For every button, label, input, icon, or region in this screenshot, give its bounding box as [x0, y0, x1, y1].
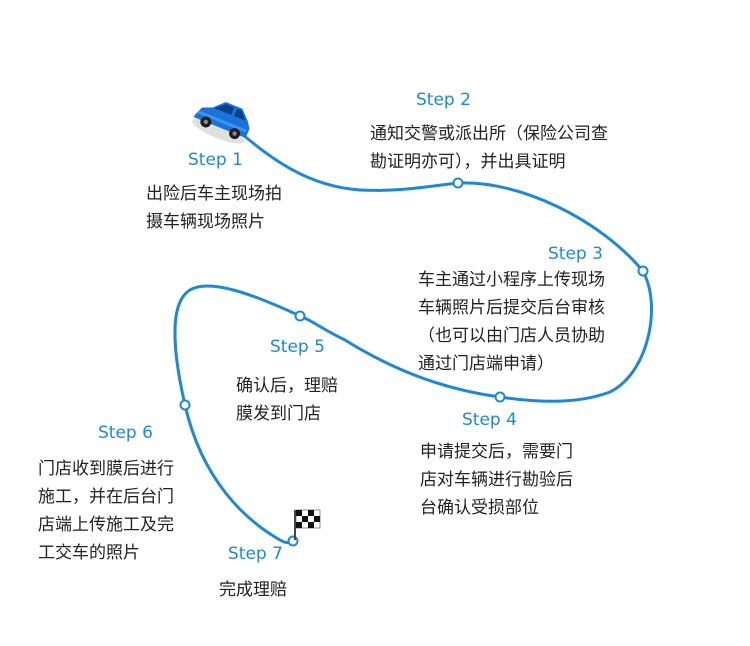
- step-3-line-3: （也可以由门店人员协助: [418, 326, 605, 346]
- waypoint-step-6: [179, 399, 191, 411]
- step-5-line-1: 确认后，理赔: [236, 376, 338, 396]
- step-2-line-1: 通知交警或派出所（保险公司查: [370, 124, 608, 144]
- waypoint-step-5: [294, 310, 306, 322]
- step-7-label: Step 7: [228, 544, 283, 564]
- step-3-line-1: 车主通过小程序上传现场: [418, 270, 605, 290]
- step-3-description: 车主通过小程序上传现场 车辆照片后提交后台审核 （也可以由门店人员协助 通过门店…: [418, 266, 605, 378]
- step-1-description: 出险后车主现场拍 摄车辆现场照片: [146, 180, 282, 236]
- step-1-line-2: 摄车辆现场照片: [146, 212, 265, 232]
- waypoint-step-4: [494, 391, 506, 403]
- step-5-description: 确认后，理赔 膜发到门店: [236, 372, 338, 428]
- step-6-line-4: 工交车的照片: [38, 543, 140, 563]
- step-7-line-1: 完成理赔: [219, 580, 287, 600]
- step-1-label: Step 1: [188, 150, 243, 170]
- step-6-label: Step 6: [98, 423, 153, 443]
- car-icon: [192, 101, 250, 144]
- waypoint-step-3: [637, 265, 649, 277]
- step-4-line-2: 店对车辆进行勘验后: [420, 470, 573, 490]
- step-6-line-3: 店端上传施工及完: [38, 515, 174, 535]
- step-2-line-2: 勘证明亦可），并出具证明: [370, 152, 566, 172]
- step-4-line-3: 台确认受损部位: [420, 498, 539, 518]
- step-3-line-2: 车辆照片后提交后台审核: [418, 298, 605, 318]
- step-3-label: Step 3: [548, 244, 603, 264]
- waypoint-step-2: [452, 177, 464, 189]
- step-6-description: 门店收到膜后进行 施工，并在后台门 店端上传施工及完 工交车的照片: [38, 455, 174, 567]
- step-4-description: 申请提交后，需要门 店对车辆进行勘验后 台确认受损部位: [420, 438, 573, 522]
- step-5-line-2: 膜发到门店: [236, 404, 321, 424]
- checkered-flag-icon: [294, 509, 321, 540]
- step-2-label: Step 2: [416, 90, 471, 110]
- step-3-line-4: 通过门店端申请）: [418, 354, 554, 374]
- step-6-line-1: 门店收到膜后进行: [38, 459, 174, 479]
- step-5-label: Step 5: [270, 337, 325, 357]
- waypoint-step-7: [287, 535, 299, 547]
- step-7-description: 完成理赔: [219, 576, 287, 604]
- step-4-label: Step 4: [462, 410, 517, 430]
- step-2-description: 通知交警或派出所（保险公司查 勘证明亦可），并出具证明: [370, 120, 608, 176]
- step-1-line-1: 出险后车主现场拍: [146, 184, 282, 204]
- step-4-line-1: 申请提交后，需要门: [420, 442, 573, 462]
- step-6-line-2: 施工，并在后台门: [38, 487, 174, 507]
